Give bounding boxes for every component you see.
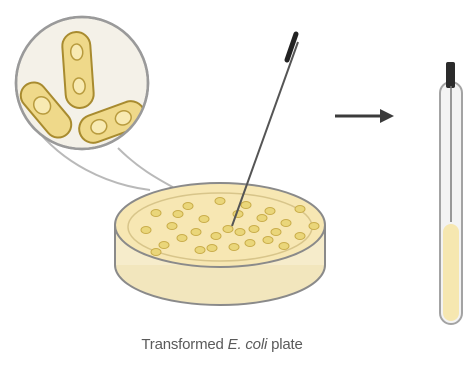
colony-8 <box>265 208 275 215</box>
colony-16 <box>245 240 255 247</box>
colony-12 <box>177 235 187 242</box>
caption-organism: E. coli <box>228 336 267 353</box>
colony-5 <box>215 198 225 205</box>
colony-7 <box>249 226 259 233</box>
caption-suffix: plate <box>271 336 303 353</box>
colony-30 <box>151 249 161 256</box>
colony-22 <box>191 229 201 236</box>
colony-13 <box>195 247 205 254</box>
tube-cap <box>446 62 455 88</box>
magnifier <box>15 17 148 149</box>
tube-liquid <box>443 224 459 321</box>
colony-17 <box>263 237 273 244</box>
colony-2 <box>167 223 177 230</box>
colony-15 <box>229 244 239 251</box>
colony-20 <box>141 227 151 234</box>
colony-21 <box>309 223 319 230</box>
colony-9 <box>281 220 291 227</box>
plate-agar-surface <box>115 183 325 267</box>
caption-prefix: Transformed <box>141 336 223 353</box>
right-arrow-icon <box>335 109 394 123</box>
colony-10 <box>295 206 305 213</box>
colony-1 <box>151 210 161 217</box>
colony-23 <box>223 226 233 233</box>
colony-3 <box>183 203 193 210</box>
colony-4 <box>199 216 209 223</box>
petri-dish <box>115 183 325 305</box>
colony-14 <box>211 233 221 240</box>
culture-tube-icon <box>440 62 462 324</box>
colony-28 <box>235 229 245 236</box>
colony-24 <box>257 215 267 222</box>
colony-25 <box>173 211 183 218</box>
bacterium-top <box>61 31 94 109</box>
colony-18 <box>279 243 289 250</box>
colony-29 <box>271 229 281 236</box>
colony-26 <box>241 202 251 209</box>
colony-27 <box>207 245 217 252</box>
plate-caption: Transformed E. coli plate <box>72 336 372 360</box>
colony-19 <box>295 233 305 240</box>
colony-11 <box>159 242 169 249</box>
